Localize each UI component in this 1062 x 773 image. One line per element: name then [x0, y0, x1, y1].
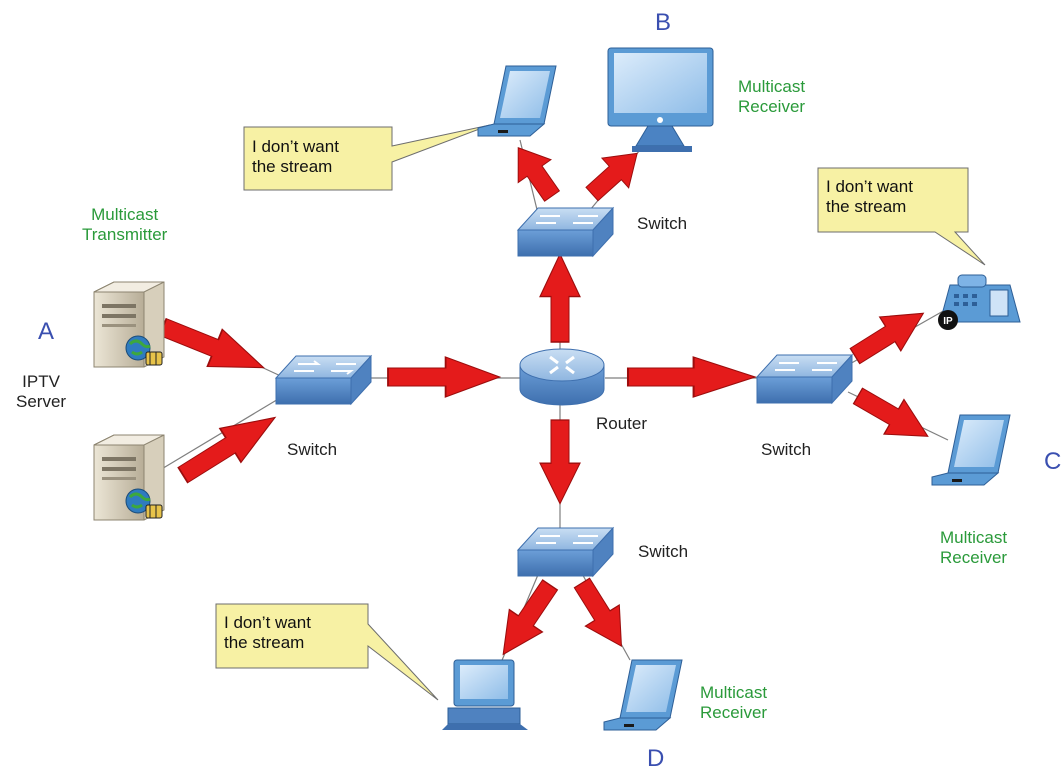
point-label-d: D [647, 745, 665, 772]
multicast-receiver-label-b: Multicast Receiver [738, 77, 806, 116]
switch-label-east: Switch [761, 440, 812, 459]
multicast-arrows [158, 147, 929, 656]
point-label-a: A [38, 318, 55, 345]
arrow-router-to-switch-east [626, 356, 757, 398]
multicast-receiver-label-c: Multicast Receiver [940, 528, 1008, 567]
callout-desktop-d [215, 603, 439, 701]
arrow-switch-to-router [387, 356, 502, 398]
laptop-icon [603, 659, 683, 731]
arrow-switch-to-laptop-d [573, 577, 622, 648]
server-icon [93, 281, 165, 368]
desktop-icon [442, 659, 528, 730]
switch-icon [755, 353, 854, 405]
callout-laptop-b [243, 124, 491, 191]
arrow-switch-to-laptop-c [852, 387, 929, 437]
server-icon [93, 434, 165, 521]
arrow-switch-to-monitor-b [585, 152, 638, 202]
arrow-router-to-switch-south [539, 419, 581, 505]
arrow-switch-to-phone-c [849, 312, 925, 365]
laptop-icon [931, 414, 1011, 486]
desktop-icon [607, 47, 714, 152]
multicast-transmitter-label: Multicast Transmitter [82, 205, 168, 244]
multicast-receiver-label-d: Multicast Receiver [700, 683, 768, 722]
callout-text-phone-c: I don’t want the stream [826, 177, 913, 217]
point-label-b: B [655, 9, 672, 36]
ip-phone-icon: IP [938, 274, 1021, 330]
router-icon [519, 348, 605, 406]
switch-label-west: Switch [287, 440, 338, 459]
switch-icon [516, 526, 615, 578]
router-label: Router [596, 414, 648, 433]
point-label-c: C [1044, 448, 1062, 475]
callout-text-laptop-b: I don’t want the stream [252, 137, 339, 177]
switch-icon [516, 206, 615, 258]
callout-phone-c [817, 167, 986, 266]
arrow-router-to-switch-north [539, 252, 581, 343]
arrow-switch-to-desktop-d [502, 579, 559, 656]
arrow-server1-to-switch [158, 317, 266, 369]
switch-label-south: Switch [638, 542, 689, 561]
laptop-icon [477, 65, 557, 137]
switch-label-north: Switch [637, 214, 688, 233]
callout-text-desktop-d: I don’t want the stream [224, 613, 311, 653]
arrow-server2-to-switch [177, 416, 277, 484]
switch-icon [274, 354, 373, 406]
iptv-server-label: IPTV Server [16, 372, 67, 411]
arrow-switch-to-laptop-b [517, 147, 561, 202]
svg-text:IP: IP [943, 316, 953, 327]
